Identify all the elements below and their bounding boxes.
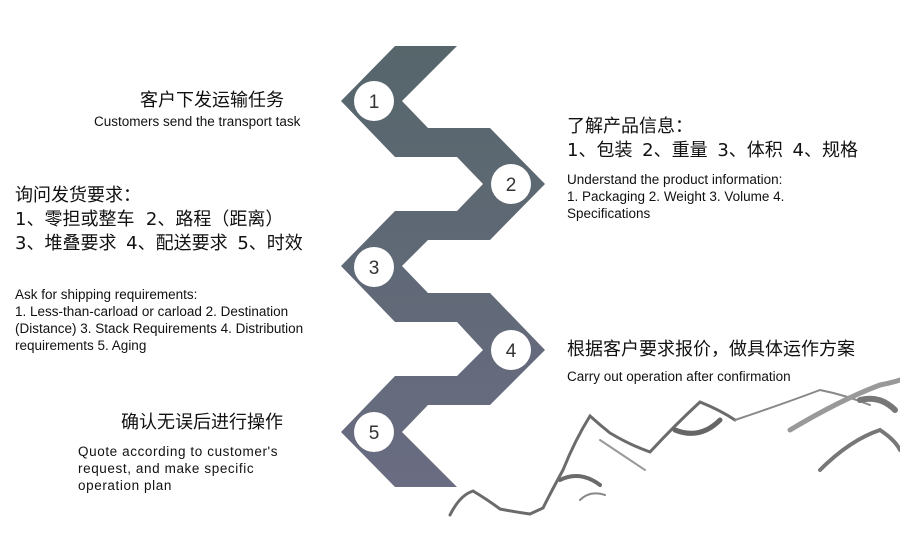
step-2-desc-items: 1. Packaging 2. Weight 3. Volume 4. Spec… [567, 189, 785, 221]
step-circle-1: 1 [354, 81, 394, 121]
svg-text:2: 2 [506, 175, 517, 196]
ink-mountain-illustration [448, 377, 900, 517]
step-3-title: 询问发货要求： [15, 185, 141, 206]
step-4-desc: Carry out operation after confirmation [567, 369, 791, 384]
step-circle-2: 2 [491, 164, 531, 204]
step-2-items: 1、包装 2、重量 3、体积 4、规格 [567, 140, 858, 161]
step-2-title: 了解产品信息： [567, 116, 693, 137]
zigzag-path [341, 46, 545, 487]
step-4-title: 根据客户要求报价，做具体运作方案 [567, 339, 855, 360]
step-1-title: 客户下发运输任务 [140, 90, 284, 111]
step-5-title: 确认无误后进行操作 [121, 412, 283, 433]
step-circle-5: 5 [354, 412, 394, 452]
step-2-desc: Understand the product information: [567, 172, 783, 187]
svg-text:3: 3 [369, 258, 380, 279]
svg-text:5: 5 [369, 423, 380, 444]
step-3-desc-items: 1. Less-than-carload or carload 2. Desti… [15, 304, 304, 353]
step-circle-3: 3 [354, 247, 394, 287]
svg-text:1: 1 [369, 92, 380, 113]
step-3-items-2: 3、堆叠要求 4、配送要求 5、时效 [15, 233, 303, 254]
step-3-desc: Ask for shipping requirements: [15, 287, 198, 302]
step-5-desc: Quote according to customer's request, a… [78, 444, 279, 493]
step-1-desc: Customers send the transport task [94, 114, 301, 129]
step-circle-4: 4 [491, 330, 531, 370]
svg-text:4: 4 [506, 341, 517, 362]
step-3-items-1: 1、零担或整车 2、路程（距离） [15, 209, 284, 230]
